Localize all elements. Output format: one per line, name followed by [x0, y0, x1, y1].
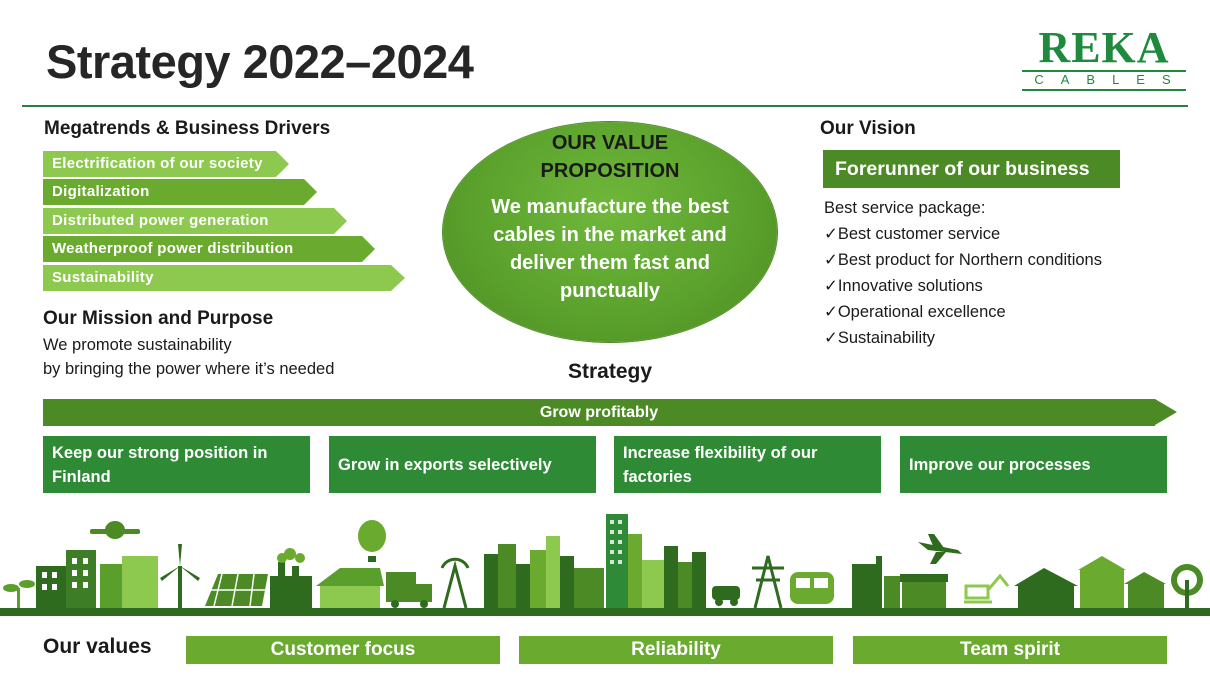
megatrends-heading: Megatrends & Business Drivers: [44, 118, 331, 139]
house-icon: [1078, 556, 1126, 608]
airplane-icon: [90, 521, 140, 539]
power-pylon-icon: [752, 555, 784, 609]
strategy-box: Improve our processes: [900, 436, 1167, 493]
vision-item: ✓Operational excellence: [824, 303, 1006, 321]
reka-cables-logo: REKA CABLES: [1020, 23, 1188, 92]
excavator-icon: [964, 573, 1010, 604]
strategy-box: Grow in exports selectively: [329, 436, 596, 493]
logo-wordmark: REKA: [1038, 23, 1170, 72]
grow-arrow-head: [1155, 399, 1177, 425]
vp-title-line: PROPOSITION: [540, 160, 680, 182]
strategy-heading: Strategy: [567, 360, 653, 383]
mission-heading: Our Mission and Purpose: [43, 308, 274, 329]
vision-statement: Forerunner of our business: [823, 150, 1120, 188]
strategy-box-label: Grow in exports selectively: [338, 455, 552, 474]
driver-label: Distributed power generation: [52, 212, 269, 229]
driver-arrow: [362, 236, 375, 262]
driver-label: Sustainability: [52, 269, 154, 286]
title-divider: [22, 105, 1188, 107]
vision-list: Best service package: ✓Best customer ser…: [824, 196, 1102, 352]
house-icon: [316, 568, 384, 608]
driver-item: Distributed power generation: [43, 208, 347, 234]
strategy-box-label: Keep our strong position in Finland: [52, 443, 268, 486]
value-box: Team spirit: [853, 636, 1167, 664]
driver-item: Sustainability: [43, 265, 405, 291]
strategy-box-label: Increase flexibility of our factories: [623, 443, 818, 486]
driver-label: Weatherproof power distribution: [52, 240, 294, 257]
hot-air-balloon-icon: [358, 520, 386, 562]
vp-title-line: OUR VALUE: [551, 132, 669, 154]
building-icon: [100, 556, 158, 608]
vision-item: ✓Innovative solutions: [824, 277, 983, 295]
page-title: Strategy 2022–2024: [46, 35, 474, 88]
driver-arrow: [276, 151, 289, 177]
grow-profitably-bar: Grow profitably: [43, 399, 1155, 426]
driver-item: Electrification of our society: [43, 151, 289, 177]
sprout-icon: [3, 580, 35, 608]
logo-divider: [1022, 70, 1186, 72]
mission-line: We promote sustainability: [43, 336, 232, 354]
value-proposition-title: OUR VALUE PROPOSITION: [500, 129, 720, 185]
strategy-box-label: Improve our processes: [909, 455, 1091, 474]
value-proposition-ellipse: [443, 122, 777, 342]
driver-arrow: [304, 179, 317, 205]
values-heading: Our values: [43, 635, 152, 658]
city-skyline-illustration: [0, 514, 1210, 616]
store-icon: [900, 574, 948, 608]
logo-divider: [1022, 89, 1186, 91]
driver-item: Weatherproof power distribution: [43, 236, 375, 262]
vision-item: ✓Sustainability: [824, 329, 936, 347]
wind-turbine-icon: [160, 544, 200, 608]
value-box: Reliability: [519, 636, 833, 664]
house-icon: [1014, 568, 1078, 608]
driver-item: Digitalization: [43, 179, 317, 205]
car-icon: [712, 586, 740, 606]
skyscrapers-icon: [484, 514, 706, 608]
vision-intro: Best service package:: [824, 199, 986, 217]
driver-arrow: [334, 208, 347, 234]
building-icon: [36, 550, 96, 608]
value-proposition-text: We manufacture the best cables in the ma…: [491, 196, 729, 302]
mission-line: by bringing the power where it’s needed: [43, 360, 335, 378]
industrial-building-icon: [852, 556, 900, 608]
house-icon: [1124, 572, 1166, 608]
truck-icon: [386, 572, 432, 608]
vision-heading: Our Vision: [820, 118, 916, 139]
logo-subtitle: CABLES: [1034, 72, 1188, 87]
vision-item: ✓Best customer service: [824, 225, 1001, 243]
radio-tower-icon: [440, 557, 470, 609]
driver-arrow: [391, 265, 405, 291]
strategy-box: Increase flexibility of our factories: [614, 436, 881, 493]
value-box: Customer focus: [186, 636, 500, 664]
factory-icon: [270, 562, 312, 608]
driver-label: Digitalization: [52, 183, 150, 200]
airplane-icon: [918, 534, 962, 564]
driver-label: Electrification of our society: [52, 155, 263, 172]
vision-item: ✓Best product for Northern conditions: [824, 251, 1102, 269]
strategy-box: Keep our strong position in Finland: [43, 436, 310, 493]
